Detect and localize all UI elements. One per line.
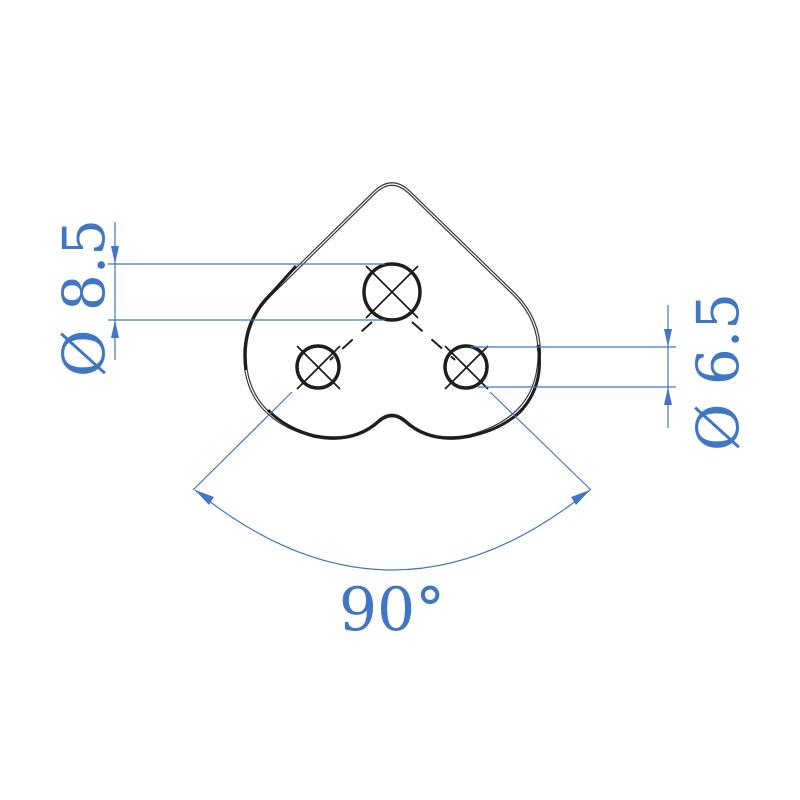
dimension-label-angle: 90°	[339, 575, 445, 645]
hole-small-left	[295, 344, 341, 390]
part-outline	[243, 182, 542, 440]
dimension-small-hole	[470, 305, 676, 428]
dimension-angle	[192, 391, 592, 571]
arrow-icon	[571, 490, 590, 505]
dimension-label-large-hole: Ø 8.5	[50, 219, 118, 377]
arrow-icon	[664, 329, 672, 347]
hole-small-right	[443, 344, 489, 390]
hole-large	[362, 262, 422, 322]
arrow-icon	[111, 320, 119, 338]
arrow-icon	[111, 246, 119, 264]
center-lines	[329, 321, 456, 361]
arrow-icon	[664, 387, 672, 405]
dimension-large-hole	[108, 222, 385, 360]
arrow-icon	[195, 490, 214, 505]
dimension-label-small-hole: Ø 6.5	[684, 293, 752, 451]
